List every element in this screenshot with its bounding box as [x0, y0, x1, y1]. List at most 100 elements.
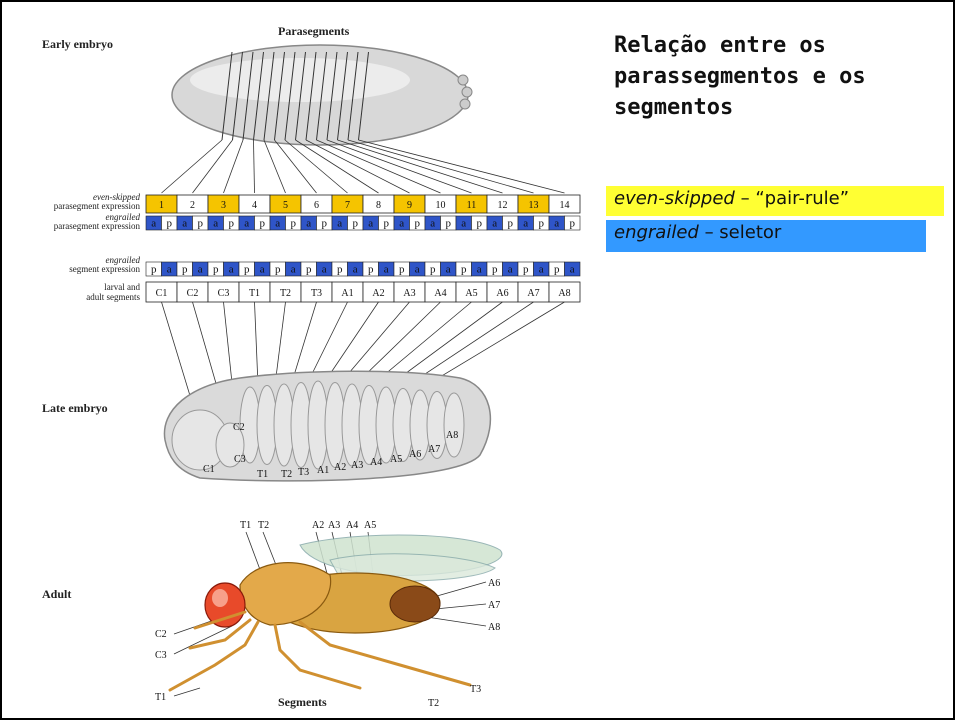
segment-label: A2 [372, 288, 384, 299]
late-embryo-segment-label: C2 [233, 422, 245, 433]
parasegment-number: 6 [314, 200, 319, 211]
pa-letter: p [492, 264, 498, 276]
fan-line [317, 140, 441, 193]
parasegments-heading: Parasegments [278, 24, 350, 38]
pa-letter: p [353, 218, 359, 230]
legend-eve-desc: “pair-rule” [755, 188, 849, 209]
late-embryo-segment-label: T1 [257, 469, 268, 480]
adult-top-label: A5 [364, 520, 376, 531]
fan-line [296, 140, 379, 193]
pa-letter: a [492, 218, 497, 230]
eve-parasegment-row: 1234567891011121314 [146, 195, 580, 213]
segment-label: T2 [280, 288, 291, 299]
pa-letter: p [523, 264, 529, 276]
late-embryo-segment-label: C1 [203, 464, 215, 475]
late-embryo-segment-label: T3 [298, 467, 309, 478]
segment-connector [377, 302, 472, 381]
segment-connector [255, 302, 259, 385]
eve-row-label-2: parasegment expression [54, 201, 141, 211]
pa-letter: a [167, 264, 172, 276]
adult-top-label: A2 [312, 520, 324, 531]
pa-letter: p [244, 264, 250, 276]
segment-label: A4 [434, 288, 446, 299]
pa-letter: a [182, 218, 187, 230]
pa-letter: p [446, 218, 452, 230]
pa-letter: p [508, 218, 514, 230]
parasegment-number: 11 [467, 200, 477, 211]
adult-right-label: A7 [488, 600, 500, 611]
adult-right-label: A6 [488, 578, 500, 589]
parasegment-number: 10 [436, 200, 446, 211]
pa-letter: a [554, 218, 559, 230]
parasegment-number: 1 [159, 200, 164, 211]
pa-letter: a [291, 264, 296, 276]
row-labels: even-skipped parasegment expression engr… [54, 192, 141, 302]
pa-letter: a [415, 264, 420, 276]
late-embryo-segment-label: A1 [317, 465, 329, 476]
early-embryo-illustration [162, 45, 565, 193]
adult-top-label: A4 [346, 520, 358, 531]
pa-letter: a [229, 264, 234, 276]
adult-leader-line [174, 688, 200, 696]
pa-letter: p [182, 264, 188, 276]
segment-label: A6 [496, 288, 508, 299]
late-embryo-segment-label: A5 [390, 454, 402, 465]
legend-en: engrailed – seletor [606, 220, 926, 252]
early-embryo-label: Early embryo [42, 37, 113, 51]
parasegment-number: 12 [498, 200, 508, 211]
larval-row-label-1: larval and [104, 282, 140, 292]
pa-letter: p [151, 264, 157, 276]
pa-letter: a [306, 218, 311, 230]
pa-letter: p [399, 264, 405, 276]
enseg-row-label-2: segment expression [69, 264, 140, 274]
fan-line [306, 140, 410, 193]
adult-right-label: A8 [488, 622, 500, 633]
en-segment-row: papapapapapapapapapapapapapa [146, 262, 580, 276]
late-embryo-label: Late embryo [42, 401, 108, 415]
fan-line [275, 140, 317, 193]
segment-label: C1 [156, 288, 168, 299]
segment-label: C2 [187, 288, 199, 299]
late-embryo-segment-label: A7 [428, 444, 440, 455]
pa-letter: a [384, 264, 389, 276]
segment-connector [275, 302, 286, 385]
segment-connector [292, 302, 317, 382]
segment-connector [360, 302, 441, 380]
pa-letter: p [384, 218, 390, 230]
pa-letter: a [260, 264, 265, 276]
fan-line [359, 140, 565, 193]
segment-label: A7 [527, 288, 539, 299]
legend-eve-sep: – [735, 188, 755, 209]
parasegment-number: 3 [221, 200, 226, 211]
parasegment-number: 7 [345, 200, 350, 211]
adult-top-label: T1 [240, 520, 251, 531]
segments-heading: Segments [278, 695, 327, 709]
pa-letter: p [477, 218, 483, 230]
legend-en-desc: seletor [719, 222, 781, 243]
pa-letter: a [322, 264, 327, 276]
parasegment-number: 8 [376, 200, 381, 211]
legend-en-sep: – [699, 222, 719, 243]
adult-fly-illustration: T1T2A2A3A4A5A6A7A8C2C3T1T2T3 [155, 520, 502, 709]
segment-label: A5 [465, 288, 477, 299]
pa-letter: p [430, 264, 436, 276]
pa-letter: a [570, 264, 575, 276]
segment-label: A8 [558, 288, 570, 299]
slide-title: Relação entre os parassegmentos e os seg… [614, 30, 914, 123]
pa-letter: p [415, 218, 421, 230]
adult-label: Adult [42, 587, 71, 601]
en-row-label-2: parasegment expression [54, 221, 141, 231]
pa-letter: p [461, 264, 467, 276]
segment-connector [410, 302, 534, 384]
pa-letter: a [213, 218, 218, 230]
pa-letter: a [244, 218, 249, 230]
adult-leader-line [430, 582, 486, 598]
pa-letter: a [198, 264, 203, 276]
adult-top-label: T2 [258, 520, 269, 531]
pa-letter: p [275, 264, 281, 276]
pa-letter: a [539, 264, 544, 276]
pa-letter: p [539, 218, 545, 230]
pa-letter: p [337, 264, 343, 276]
